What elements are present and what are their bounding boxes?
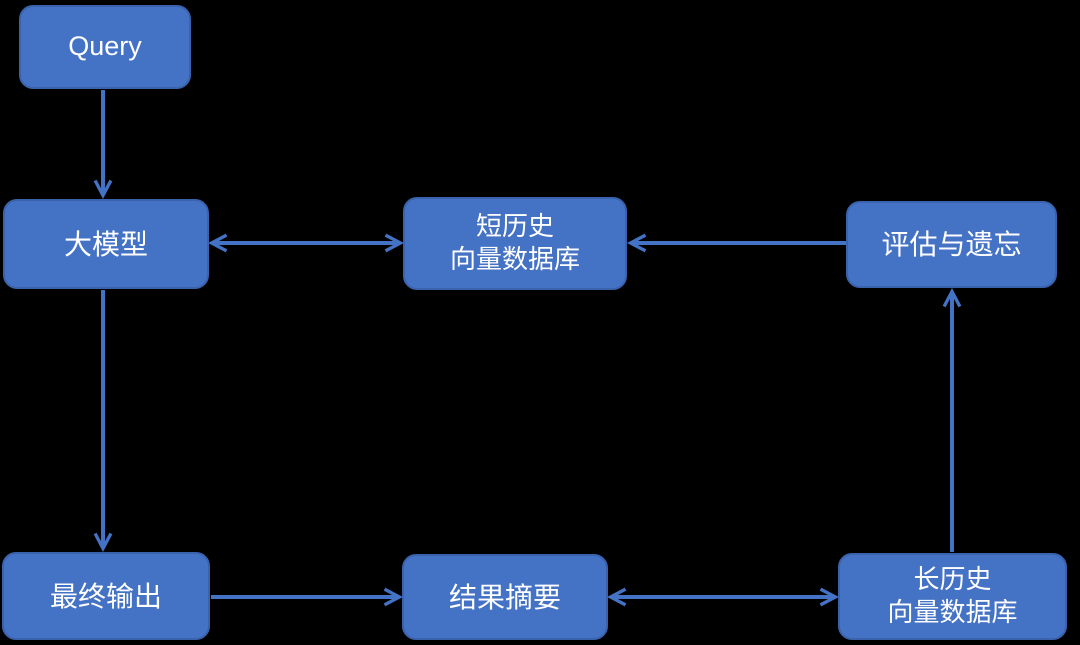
node-final-output: 最终输出	[2, 552, 210, 640]
node-large-model: 大模型	[3, 199, 209, 289]
node-query: Query	[19, 5, 191, 89]
node-long-history-vector-db: 长历史 向量数据库	[838, 553, 1067, 640]
node-result-summary: 结果摘要	[402, 554, 608, 640]
node-short-history-vector-db: 短历史 向量数据库	[403, 197, 627, 290]
node-evaluate-and-forget: 评估与遗忘	[846, 201, 1057, 288]
